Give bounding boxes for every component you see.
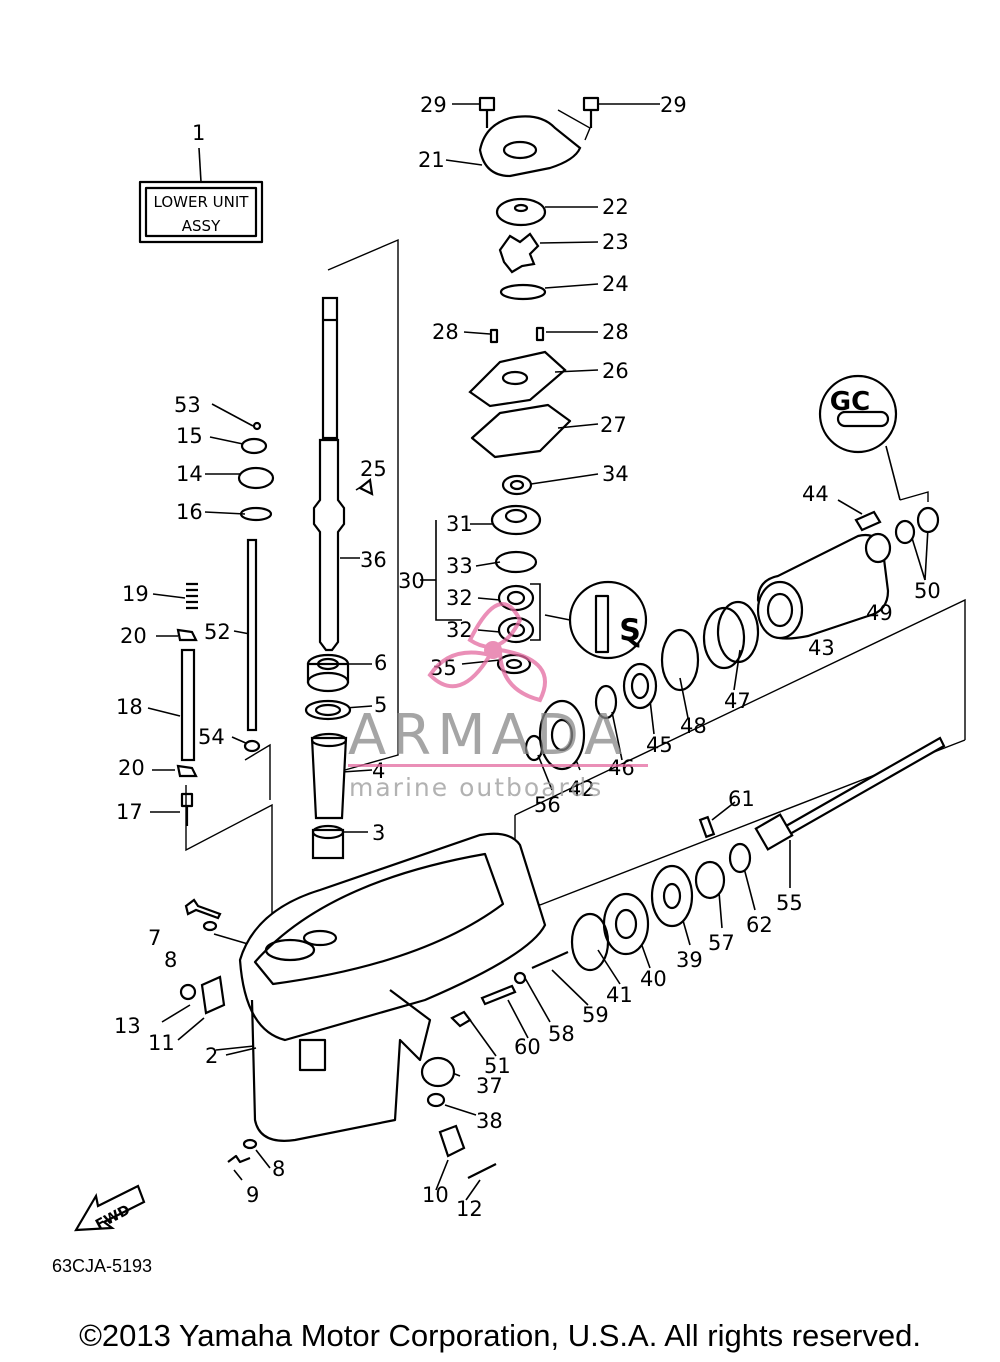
water-pump-group (468, 96, 600, 496)
callout-19: 19 (122, 582, 149, 606)
watermark-brand: ARMADA (348, 703, 628, 768)
callout-6: 6 (374, 651, 387, 675)
callout-11: 11 (148, 1031, 175, 1055)
callout-32b: 32 (446, 618, 473, 642)
callout-62: 62 (746, 913, 773, 937)
assembly-outlines (185, 109, 966, 940)
armada-watermark: ARMADA marine outboards (348, 602, 648, 802)
callout-49: 49 (866, 601, 893, 625)
callout-18: 18 (116, 695, 143, 719)
callout-12: 12 (456, 1197, 483, 1221)
lower-unit-assy-box: LOWER UNIT ASSY (138, 147, 264, 244)
callout-51: 51 (484, 1054, 511, 1078)
callout-9: 9 (246, 1183, 259, 1207)
callout-23: 23 (602, 230, 629, 254)
callout-22: 22 (602, 195, 629, 219)
title-box-line2: ASSY (182, 217, 221, 235)
callout-16: 16 (176, 500, 203, 524)
callout-8b: 8 (272, 1157, 285, 1181)
callout-41: 41 (606, 983, 633, 1007)
callout-30: 30 (398, 569, 425, 593)
callout-8a: 8 (164, 948, 177, 972)
callout-54: 54 (198, 725, 225, 749)
callout-17: 17 (116, 800, 143, 824)
callout-28b: 28 (602, 320, 629, 344)
callout-29a: 29 (420, 93, 447, 117)
callout-46: 46 (608, 756, 635, 780)
callout-13: 13 (114, 1014, 141, 1038)
drive-shaft-group (176, 296, 374, 860)
callout-14: 14 (176, 462, 203, 486)
callout-43: 43 (808, 636, 835, 660)
callout-40: 40 (640, 967, 667, 991)
callout-56: 56 (534, 793, 561, 817)
callout-53: 53 (174, 393, 201, 417)
case-fasteners (179, 898, 497, 1179)
callout-38: 38 (476, 1109, 503, 1133)
figure-code: 63CJA-5193 (52, 1256, 153, 1276)
callout-60: 60 (514, 1035, 541, 1059)
title-box-line1: LOWER UNIT (154, 193, 250, 211)
callout-21: 21 (418, 148, 445, 172)
callout-31: 31 (446, 512, 473, 536)
lower-case (238, 832, 547, 1142)
callout-47: 47 (724, 689, 751, 713)
callout-28a: 28 (432, 320, 459, 344)
callout-33: 33 (446, 554, 473, 578)
callout-20a: 20 (120, 624, 147, 648)
callout-20b: 20 (118, 756, 145, 780)
callout-55: 55 (776, 891, 803, 915)
callout-58: 58 (548, 1022, 575, 1046)
callout-57: 57 (708, 931, 735, 955)
callout-48: 48 (680, 714, 707, 738)
callout-39: 39 (676, 948, 703, 972)
callout-36: 36 (360, 548, 387, 572)
svg-text:Ȿ: Ȿ (619, 613, 641, 648)
callout-42: 42 (568, 777, 595, 801)
callout-29b: 29 (660, 93, 687, 117)
callout-7: 7 (148, 926, 161, 950)
callout-26: 26 (602, 359, 629, 383)
callout-34: 34 (602, 462, 629, 486)
watermark-tagline: marine outboards (349, 773, 603, 802)
callout-32a: 32 (446, 586, 473, 610)
fwd-arrow-icon: FWD (74, 1184, 146, 1233)
callout-27: 27 (600, 413, 627, 437)
callout-25: 25 (360, 457, 387, 481)
callout-50: 50 (914, 579, 941, 603)
callout-45: 45 (646, 733, 673, 757)
callout-10: 10 (422, 1183, 449, 1207)
callout-52: 52 (204, 620, 231, 644)
callout-1: 1 (192, 121, 205, 145)
callout-37: 37 (476, 1074, 503, 1098)
callout-2: 2 (205, 1044, 218, 1068)
propeller-shaft-group: Ȿ GC (420, 374, 946, 1108)
callout-24: 24 (602, 272, 629, 296)
callout-5: 5 (374, 693, 387, 717)
callout-61: 61 (728, 787, 755, 811)
callout-44: 44 (802, 482, 829, 506)
callout-3: 3 (372, 821, 385, 845)
copyright-notice: ©2013 Yamaha Motor Corporation, U.S.A. A… (79, 1318, 921, 1353)
callout-59: 59 (582, 1003, 609, 1027)
callout-15: 15 (176, 424, 203, 448)
propeller-logo-icon (427, 602, 547, 703)
callout-labels: 1 2 3 4 5 6 7 8 8 9 10 11 12 13 14 15 16… (114, 93, 941, 1221)
